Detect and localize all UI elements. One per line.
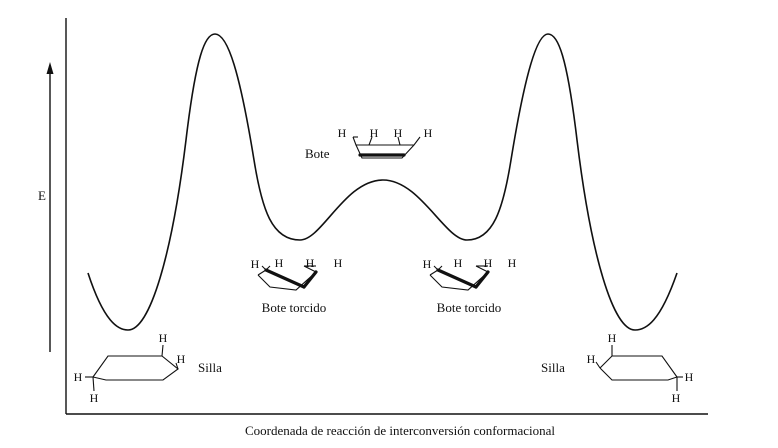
svg-text:H: H xyxy=(608,331,617,345)
svg-text:H: H xyxy=(74,370,83,384)
energy-arrowhead xyxy=(46,62,54,74)
svg-text:H: H xyxy=(424,126,433,140)
svg-text:H: H xyxy=(251,257,260,271)
svg-text:H: H xyxy=(423,257,432,271)
chair-conformer-right: H H H H xyxy=(587,331,694,405)
svg-text:H: H xyxy=(394,126,403,140)
svg-text:H: H xyxy=(508,256,517,270)
svg-text:H: H xyxy=(484,256,493,270)
boat-conformer: H H H H xyxy=(338,126,433,159)
svg-text:H: H xyxy=(159,331,168,345)
bote-label: Bote xyxy=(305,146,330,161)
silla-left-label: Silla xyxy=(198,360,222,375)
y-axis-label: E xyxy=(38,188,46,203)
twist-boat-conformer-left: H H H H xyxy=(251,256,343,291)
svg-text:H: H xyxy=(370,126,379,140)
x-axis-label: Coordenada de reacción de interconversió… xyxy=(245,423,555,438)
svg-text:H: H xyxy=(90,391,99,405)
svg-text:H: H xyxy=(306,256,315,270)
svg-text:H: H xyxy=(685,370,694,384)
energy-profile-curve xyxy=(87,33,678,331)
svg-text:H: H xyxy=(275,256,284,270)
svg-text:H: H xyxy=(672,391,681,405)
twist-boat-conformer-right: H H H H xyxy=(423,256,517,291)
chair-conformer-left: H H H H xyxy=(74,331,186,405)
svg-text:H: H xyxy=(587,352,596,366)
svg-text:H: H xyxy=(338,126,347,140)
svg-text:H: H xyxy=(334,256,343,270)
silla-right-label: Silla xyxy=(541,360,565,375)
bote-torcido-right-label: Bote torcido xyxy=(437,300,502,315)
svg-text:H: H xyxy=(177,352,186,366)
bote-torcido-left-label: Bote torcido xyxy=(262,300,327,315)
svg-text:H: H xyxy=(454,256,463,270)
